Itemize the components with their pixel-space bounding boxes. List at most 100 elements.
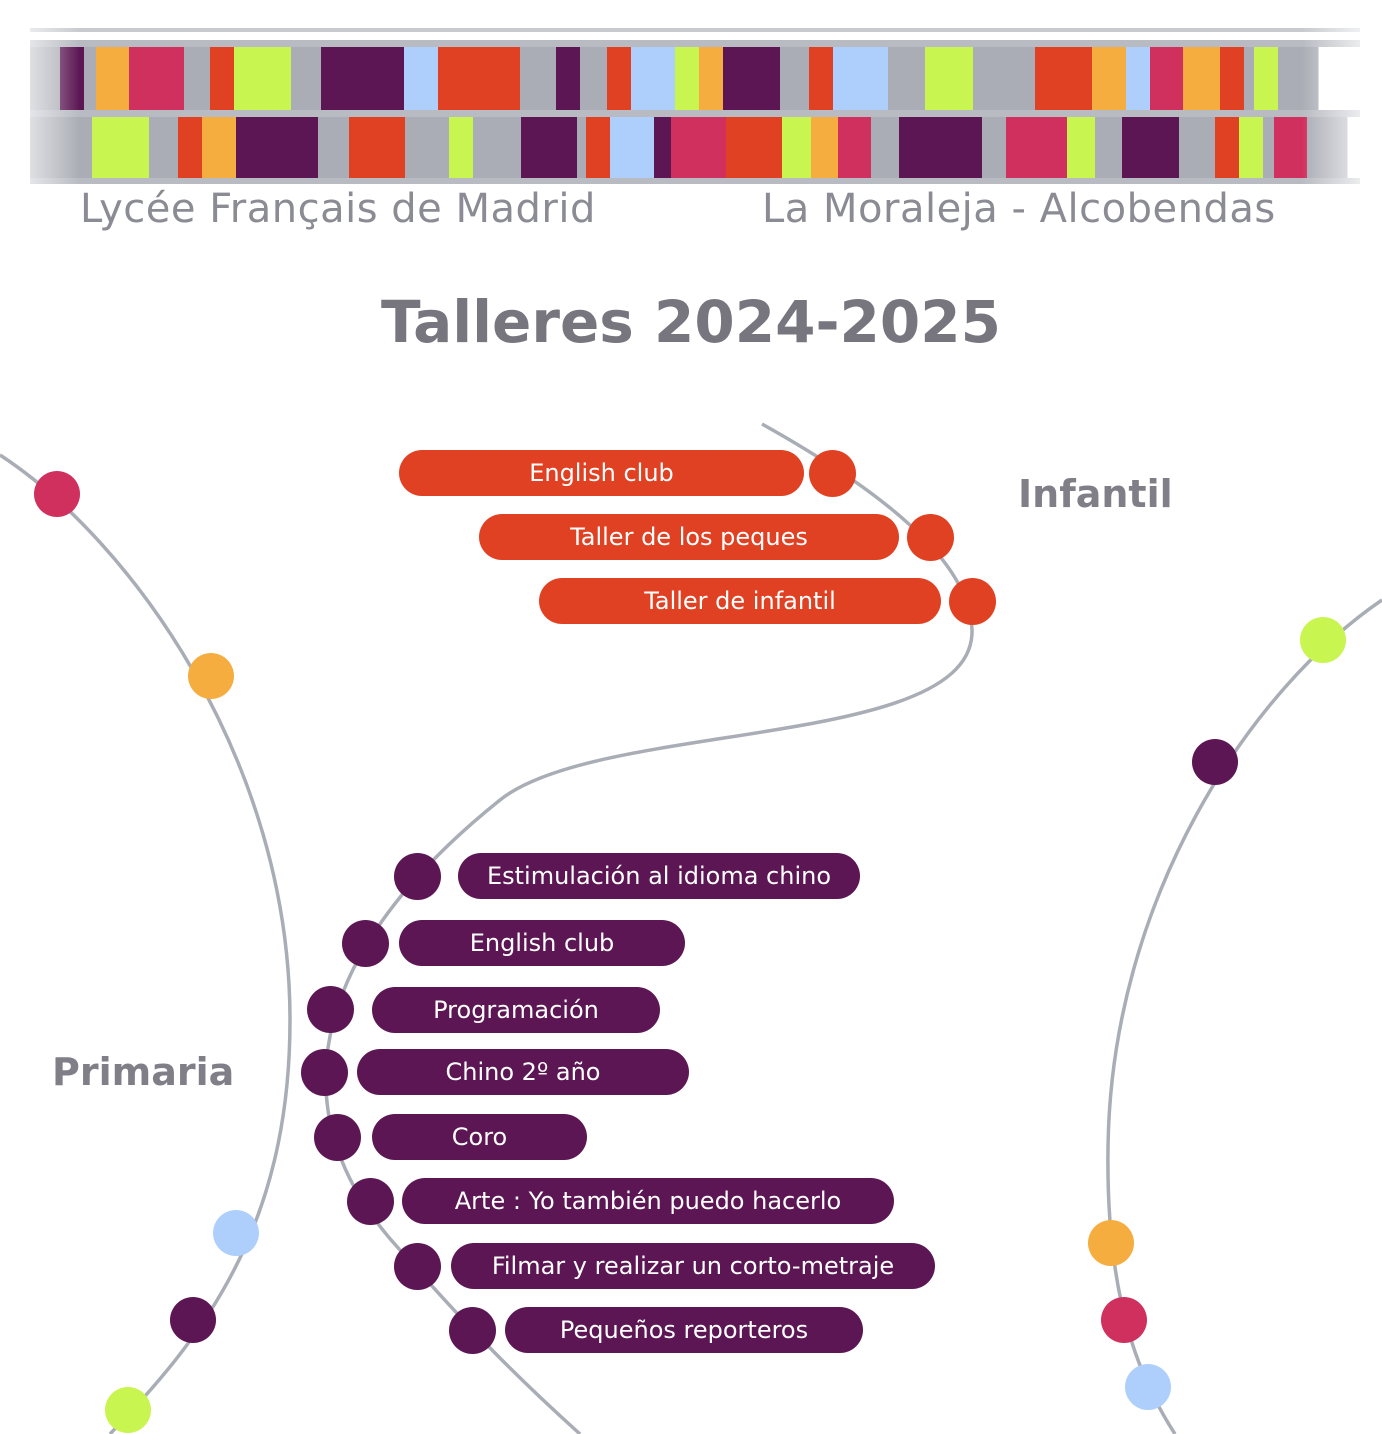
workshop-dot[interactable] (307, 986, 354, 1033)
banner-color-block (405, 117, 450, 178)
workshop-dot[interactable] (394, 853, 441, 900)
banner-color-block (202, 117, 237, 178)
banner-color-block (1254, 47, 1279, 110)
workshop-dot[interactable] (342, 920, 389, 967)
banner-color-block (1067, 117, 1096, 178)
school-name: Lycée Français de Madrid (80, 186, 596, 232)
banner-color-block (404, 47, 439, 110)
banner-color-block (631, 47, 676, 110)
decorative-dot (1125, 1364, 1171, 1410)
banner-color-block (1150, 47, 1184, 110)
banner-color-block (1095, 117, 1123, 178)
banner-color-block (949, 47, 974, 110)
banner-color-block (1244, 47, 1255, 110)
banner-color-block (838, 117, 872, 178)
decorative-dot (170, 1297, 216, 1343)
left-curve-line (0, 453, 292, 1434)
banner-color-block (675, 47, 700, 110)
banner-color-block (1263, 117, 1275, 178)
decorative-dot (1101, 1297, 1147, 1343)
banner-color-block (291, 47, 322, 110)
workshop-infantil-taller-de-infantil[interactable]: Taller de infantil (539, 578, 941, 624)
workshop-dot[interactable] (347, 1178, 394, 1225)
banner-color-block (586, 117, 611, 178)
decorative-dot (1088, 1220, 1134, 1266)
banner-color-block (580, 47, 608, 110)
workshop-dot[interactable] (949, 578, 996, 625)
workshop-primaria-pequenos-reporteros[interactable]: Pequeños reporteros (505, 1307, 863, 1353)
banner-color-block (178, 117, 203, 178)
banner-color-block (1092, 47, 1127, 110)
banner-color-block (888, 47, 926, 110)
school-location: La Moraleja - Alcobendas (762, 186, 1276, 232)
banner-color-block (780, 47, 810, 110)
banner-color-block (84, 47, 97, 110)
banner-color-block (96, 47, 130, 110)
workshop-dot[interactable] (301, 1049, 348, 1096)
banner-color-block (982, 117, 1007, 178)
banner-color-block (782, 117, 812, 178)
banner-color-block (449, 117, 474, 178)
workshop-dot[interactable] (449, 1307, 496, 1354)
decorative-dot (1300, 617, 1346, 663)
header-color-banner (0, 25, 1382, 186)
banner-color-block (1035, 47, 1093, 110)
banner-color-block (318, 117, 350, 178)
banner-color-block (811, 117, 839, 178)
section-label-primaria: Primaria (52, 1050, 235, 1094)
banner-color-block (833, 47, 889, 110)
banner-color-block (92, 117, 150, 178)
decorative-dot (105, 1387, 151, 1433)
banner-color-block (321, 47, 405, 110)
banner-color-block (726, 117, 783, 178)
banner-color-block (610, 117, 655, 178)
decorative-dot (213, 1210, 259, 1256)
banner-color-block (556, 47, 581, 110)
banner-color-block (236, 117, 319, 178)
banner-color-block (129, 47, 185, 110)
workshop-dot[interactable] (394, 1243, 441, 1290)
banner-color-block (234, 47, 292, 110)
banner-color-block (521, 117, 578, 178)
banner-color-block (1126, 47, 1151, 110)
banner-color-block (1183, 47, 1221, 110)
banner-color-block (1220, 47, 1245, 110)
workshop-primaria-programacion[interactable]: Programación (372, 987, 660, 1033)
section-label-infantil: Infantil (1018, 472, 1173, 516)
banner-color-block (1274, 117, 1308, 178)
banner-color-block (809, 47, 834, 110)
workshop-primaria-estimulacion-chino[interactable]: Estimulación al idioma chino (458, 853, 860, 899)
banner-color-block (1006, 117, 1068, 178)
workshop-primaria-english-club[interactable]: English club (399, 920, 685, 966)
banner-color-block (438, 47, 521, 110)
banner-color-block (1215, 117, 1240, 178)
decorative-dot (1192, 739, 1238, 785)
banner-color-block (671, 117, 727, 178)
banner-color-block (607, 47, 632, 110)
banner-color-block (654, 117, 672, 178)
banner-color-block (899, 117, 983, 178)
workshop-primaria-coro[interactable]: Coro (372, 1114, 587, 1160)
banner-color-block (473, 117, 522, 178)
workshop-primaria-chino-2-ano[interactable]: Chino 2º año (357, 1049, 689, 1095)
banner-color-block (925, 47, 950, 110)
banner-color-block (149, 117, 179, 178)
workshop-infantil-english-club[interactable]: English club (399, 450, 804, 496)
banner-color-block (723, 47, 781, 110)
workshop-dot[interactable] (314, 1114, 361, 1161)
banner-color-block (1239, 117, 1264, 178)
decorative-dot (188, 653, 234, 699)
workshop-primaria-filmar[interactable]: Filmar y realizar un corto-metraje (451, 1243, 935, 1289)
banner-color-block (699, 47, 724, 110)
banner-color-block (1122, 117, 1180, 178)
banner-color-block (520, 47, 557, 110)
workshop-dot[interactable] (907, 514, 954, 561)
workshop-infantil-taller-de-los-peques[interactable]: Taller de los peques (479, 514, 899, 560)
banner-color-block (210, 47, 235, 110)
workshop-dot[interactable] (809, 450, 856, 497)
banner-color-block (973, 47, 1036, 110)
right-curve-line (1106, 598, 1382, 1434)
banner-color-block (184, 47, 211, 110)
workshop-primaria-arte[interactable]: Arte : Yo también puedo hacerlo (402, 1178, 894, 1224)
